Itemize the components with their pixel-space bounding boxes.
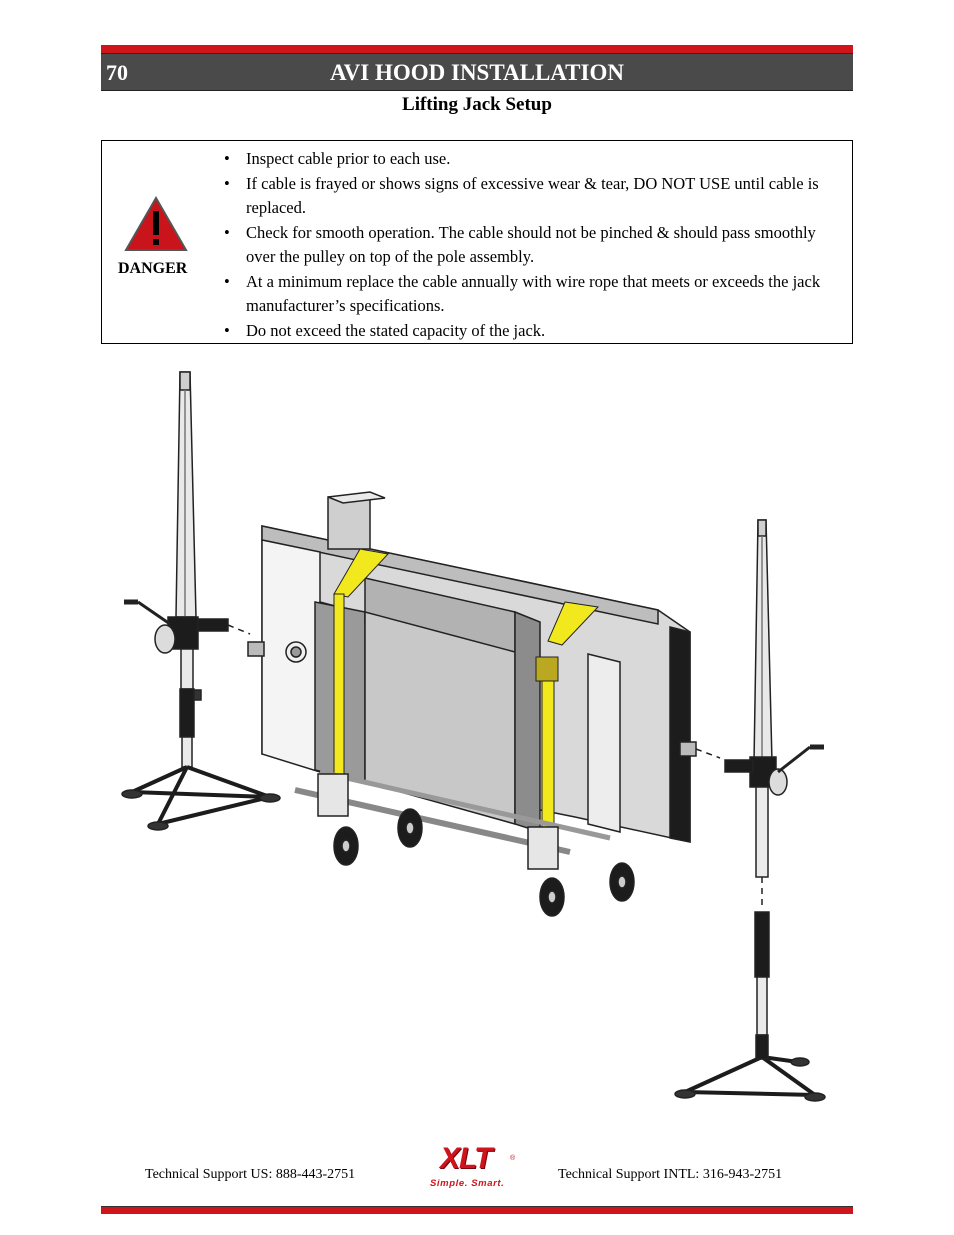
caster-cart (294, 769, 635, 917)
logo-tagline: Simple. Smart. (430, 1178, 505, 1189)
danger-notice: DANGER Inspect cable prior to each use. … (101, 140, 853, 344)
danger-item: Do not exceed the stated capacity of the… (224, 319, 840, 344)
title-bar: 70 AVI HOOD INSTALLATION (101, 53, 853, 91)
danger-item: Check for smooth operation. The cable sh… (224, 221, 840, 270)
xlt-logo: XLT ® Simple. Smart. (428, 1142, 528, 1194)
support-intl: Technical Support INTL: 316-943-2751 (558, 1167, 783, 1182)
danger-item: Inspect cable prior to each use. (224, 147, 840, 172)
logo-mark: XLT (440, 1142, 492, 1175)
bottom-red-rule (101, 1206, 853, 1214)
right-lifting-jack (674, 519, 826, 1102)
danger-list: Inspect cable prior to each use. If cabl… (224, 147, 840, 343)
danger-label: DANGER (118, 260, 188, 277)
warning-triangle-icon (124, 196, 188, 251)
support-us: Technical Support US: 888-443-2751 (145, 1167, 356, 1182)
registered-mark: ® (510, 1155, 516, 1162)
page-number: 70 (106, 60, 128, 85)
danger-item: If cable is frayed or shows signs of exc… (224, 172, 840, 221)
left-lifting-jack (121, 371, 281, 831)
section-subtitle: Lifting Jack Setup (402, 94, 552, 115)
top-red-rule (101, 45, 853, 53)
page-title: AVI HOOD INSTALLATION (330, 60, 624, 85)
hood-jack-illustration (121, 371, 826, 1102)
danger-item: At a minimum replace the cable annually … (224, 270, 840, 319)
lifting-straps (333, 548, 600, 831)
